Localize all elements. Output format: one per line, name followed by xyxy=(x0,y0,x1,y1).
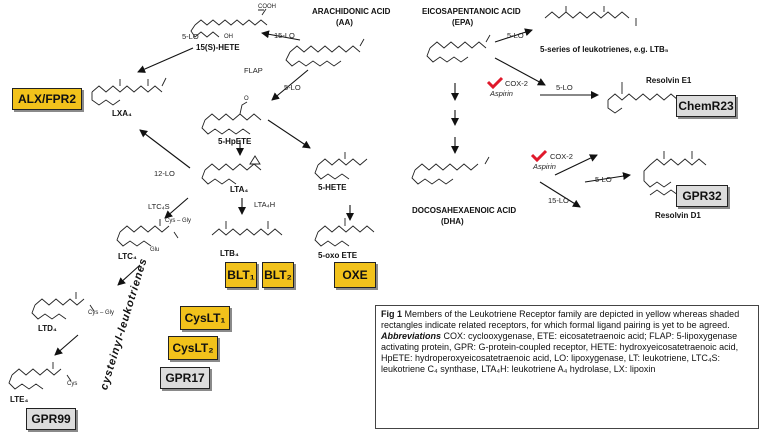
receptor-gpr17: GPR17 xyxy=(160,367,210,389)
arrow-epa-to-resolvin-e1 xyxy=(494,57,546,86)
label-5-oxo-ete: 5-oxo ETE xyxy=(318,251,358,260)
arrow-5hpete-to-5hete xyxy=(267,119,311,149)
molecule-structures xyxy=(8,6,707,390)
label-epa-abbr: (EPA) xyxy=(452,18,474,27)
label-resolvin-d1: Resolvin D1 xyxy=(655,211,701,220)
enzyme-lta4h: LTA₄H xyxy=(254,200,276,209)
label-lta4: LTA₄ xyxy=(230,185,249,194)
aspirin-mark-epa xyxy=(486,76,504,90)
label-5-hpete: 5-HpETE xyxy=(218,137,252,146)
enzyme-5lo-epa: 5-LO xyxy=(507,31,524,40)
label-arachidonic-acid: ARACHIDONIC ACID xyxy=(312,7,391,16)
fragment-glu-ltc4: Glu xyxy=(150,247,160,253)
pathway-arrows xyxy=(54,28,631,356)
receptor-gpr99: GPR99 xyxy=(26,408,76,430)
enzyme-15lo-aa: 15-LO xyxy=(274,31,295,40)
enzyme-cox2-dha: COX-2 xyxy=(550,152,573,161)
receptor-gpr32: GPR32 xyxy=(676,185,728,207)
figure-caption: Fig 1 Members of the Leukotriene Recepto… xyxy=(375,305,759,429)
enzyme-ltc4s: LTC₄S xyxy=(148,202,170,211)
structure-ltb4 xyxy=(211,221,283,236)
fragment-cys-gly-ltd4: Cys – Gly xyxy=(88,310,115,316)
label-ltc4: LTC₄ xyxy=(118,252,137,261)
arrow-aa-to-15hete xyxy=(261,30,301,41)
arrow-lta4-to-lxa4 xyxy=(139,129,191,169)
label-eicosapentanoic-acid: EICOSAPENTANOIC ACID xyxy=(422,7,521,16)
arrow-15hete-to-lxa4 xyxy=(137,47,194,73)
structure-resolvin-e1 xyxy=(607,82,683,116)
structure-lte4 xyxy=(8,362,72,390)
arrow-dha-cox2 xyxy=(554,154,598,176)
enzyme-aspirin-epa: Aspirin xyxy=(490,89,513,98)
enzyme-15lo-dha: 15-LO xyxy=(548,196,569,205)
structure-lxa4 xyxy=(91,77,167,106)
fragment-cys-lte4: Cys xyxy=(67,381,78,387)
label-resolvin-e1: Resolvin E1 xyxy=(646,76,692,85)
aspirin-mark-dha xyxy=(530,149,548,163)
structure-epa xyxy=(426,34,491,63)
arrow-ltd4-to-lte4 xyxy=(54,334,79,356)
fragment-oh-15hete: OH xyxy=(224,34,233,40)
caption-text: Members of the Leukotriene Receptor fami… xyxy=(381,309,740,330)
enzyme-5lo-resolvin-e1: 5-LO xyxy=(556,83,573,92)
label-ltd4: LTD₄ xyxy=(38,324,57,333)
enzyme-5lo-dha: 5-LO xyxy=(595,175,612,184)
receptor-cyslt1: CysLT₁ xyxy=(180,306,230,330)
label-dha-abbr: (DHA) xyxy=(441,217,464,226)
label-ltb5: 5-series of leukotrienes, e.g. LTB₅ xyxy=(540,45,669,54)
fragment-cys-gly-ltc4: Cys – Gly xyxy=(165,218,192,224)
structure-5-oxo-ete xyxy=(314,218,375,247)
structure-arachidonic-acid xyxy=(285,38,365,67)
label-aa-abbr: (AA) xyxy=(336,18,353,27)
receptor-cyslt2: CysLT₂ xyxy=(168,336,218,360)
enzyme-5lo-15hete: 5-LO xyxy=(182,32,199,41)
receptor-blt1: BLT₁ xyxy=(225,262,257,288)
enzyme-12lo: 12-LO xyxy=(154,169,175,178)
fragment-o-5hpete: O xyxy=(244,96,249,102)
receptor-blt2: BLT₂ xyxy=(262,262,294,288)
caption-abbreviations-title: Abbreviations xyxy=(381,331,442,341)
label-5-hete: 5-HETE xyxy=(318,183,347,192)
receptor-oxe: OXE xyxy=(334,262,376,288)
caption-fig-number: Fig 1 xyxy=(381,309,403,319)
caption-abbreviations-text: COX: cyclooxygenase, ETE: eicosatetraeno… xyxy=(381,331,739,374)
structure-5-hpete xyxy=(201,101,262,135)
label-docosahexaenoic-acid: DOCOSAHEXAENOIC ACID xyxy=(412,206,517,215)
structure-ltc4 xyxy=(116,219,179,247)
structure-ltd4 xyxy=(31,292,95,320)
label-lte4: LTE₄ xyxy=(10,395,29,404)
label-ltb4: LTB₄ xyxy=(220,249,239,258)
arrow-aa-to-5hpete xyxy=(271,69,309,101)
arrow-epa-to-ltb5 xyxy=(494,28,533,43)
structure-ltb5 xyxy=(544,6,637,26)
structure-resolvin-d1 xyxy=(643,151,707,196)
arrow-dha-15lo xyxy=(539,181,581,208)
enzyme-flap: FLAP xyxy=(244,66,263,75)
structure-15s-hete xyxy=(190,8,268,38)
receptor-alx-fpr2: ALX/FPR2 xyxy=(12,88,82,110)
arrow-lta4-to-ltc4 xyxy=(164,197,189,219)
fragment-cooh-15hete: COOH xyxy=(258,4,276,10)
structure-dha xyxy=(411,156,490,185)
enzyme-cox2-epa: COX-2 xyxy=(505,79,528,88)
receptor-chemr23: ChemR23 xyxy=(676,95,736,117)
label-lxa4: LXA₄ xyxy=(112,109,132,118)
structure-lta4 xyxy=(201,155,262,185)
arrow-ltc4-to-ltd4 xyxy=(117,264,141,286)
arrow-to-resolvin-d1 xyxy=(584,172,631,183)
enzyme-aspirin-dha: Aspirin xyxy=(533,162,556,171)
label-15s-hete: 15(S)-HETE xyxy=(196,43,240,52)
enzyme-5lo-aa: 5-LO xyxy=(284,83,301,92)
structure-5-hete xyxy=(314,152,368,180)
